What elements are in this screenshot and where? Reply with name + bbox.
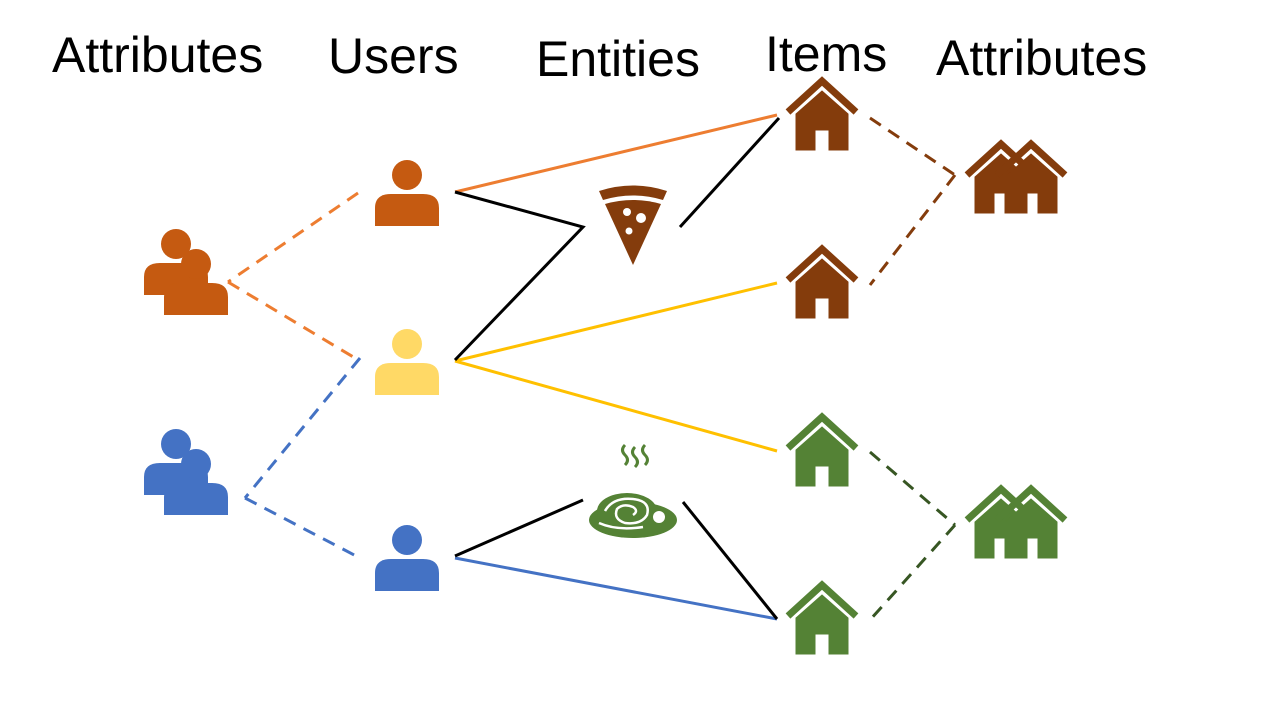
header-attributes-right: Attributes [936,30,1148,86]
houses-group-icon [967,489,1065,558]
edge-yellow-user-item3 [454,359,778,453]
edge-black-user-pasta [454,498,584,558]
people-group-icon [144,229,228,315]
header-attributes-left: Attributes [52,27,264,83]
user-attribute-edges [227,191,362,560]
edge-dash-brown-1 [869,116,956,177]
person-icon [375,329,439,395]
pizza-slice-icon [599,185,667,265]
edge-yellow-user-item2 [454,281,778,363]
edge-black-pizza-path [453,190,586,362]
edge-dash-brown-2 [868,174,957,286]
edge-dash-green-1 [869,450,956,527]
edge-black-pizza-item1 [678,116,781,229]
edge-dash-blue-2 [244,496,361,560]
header-users: Users [328,28,459,84]
interaction-edges [453,113,781,621]
item-attribute-edges [868,116,957,622]
person-icon [375,160,439,226]
edge-blue-user-item4 [454,556,778,621]
edge-dash-blue-1 [243,357,362,499]
house-icon [788,249,856,318]
edge-dash-orange-1 [227,191,359,284]
person-icon [375,525,439,591]
header-items: Items [765,26,888,82]
house-icon [788,417,856,486]
house-icon [788,81,856,150]
edge-black-pasta-item4 [681,501,779,620]
house-icon [788,585,856,654]
header-entities: Entities [536,31,700,87]
people-group-icon [144,429,228,515]
edge-dash-orange-2 [227,280,361,363]
edge-orange-user-item1 [454,113,778,194]
houses-group-icon [967,144,1065,213]
pasta-plate-icon [589,443,677,538]
edge-dash-green-2 [868,523,957,622]
